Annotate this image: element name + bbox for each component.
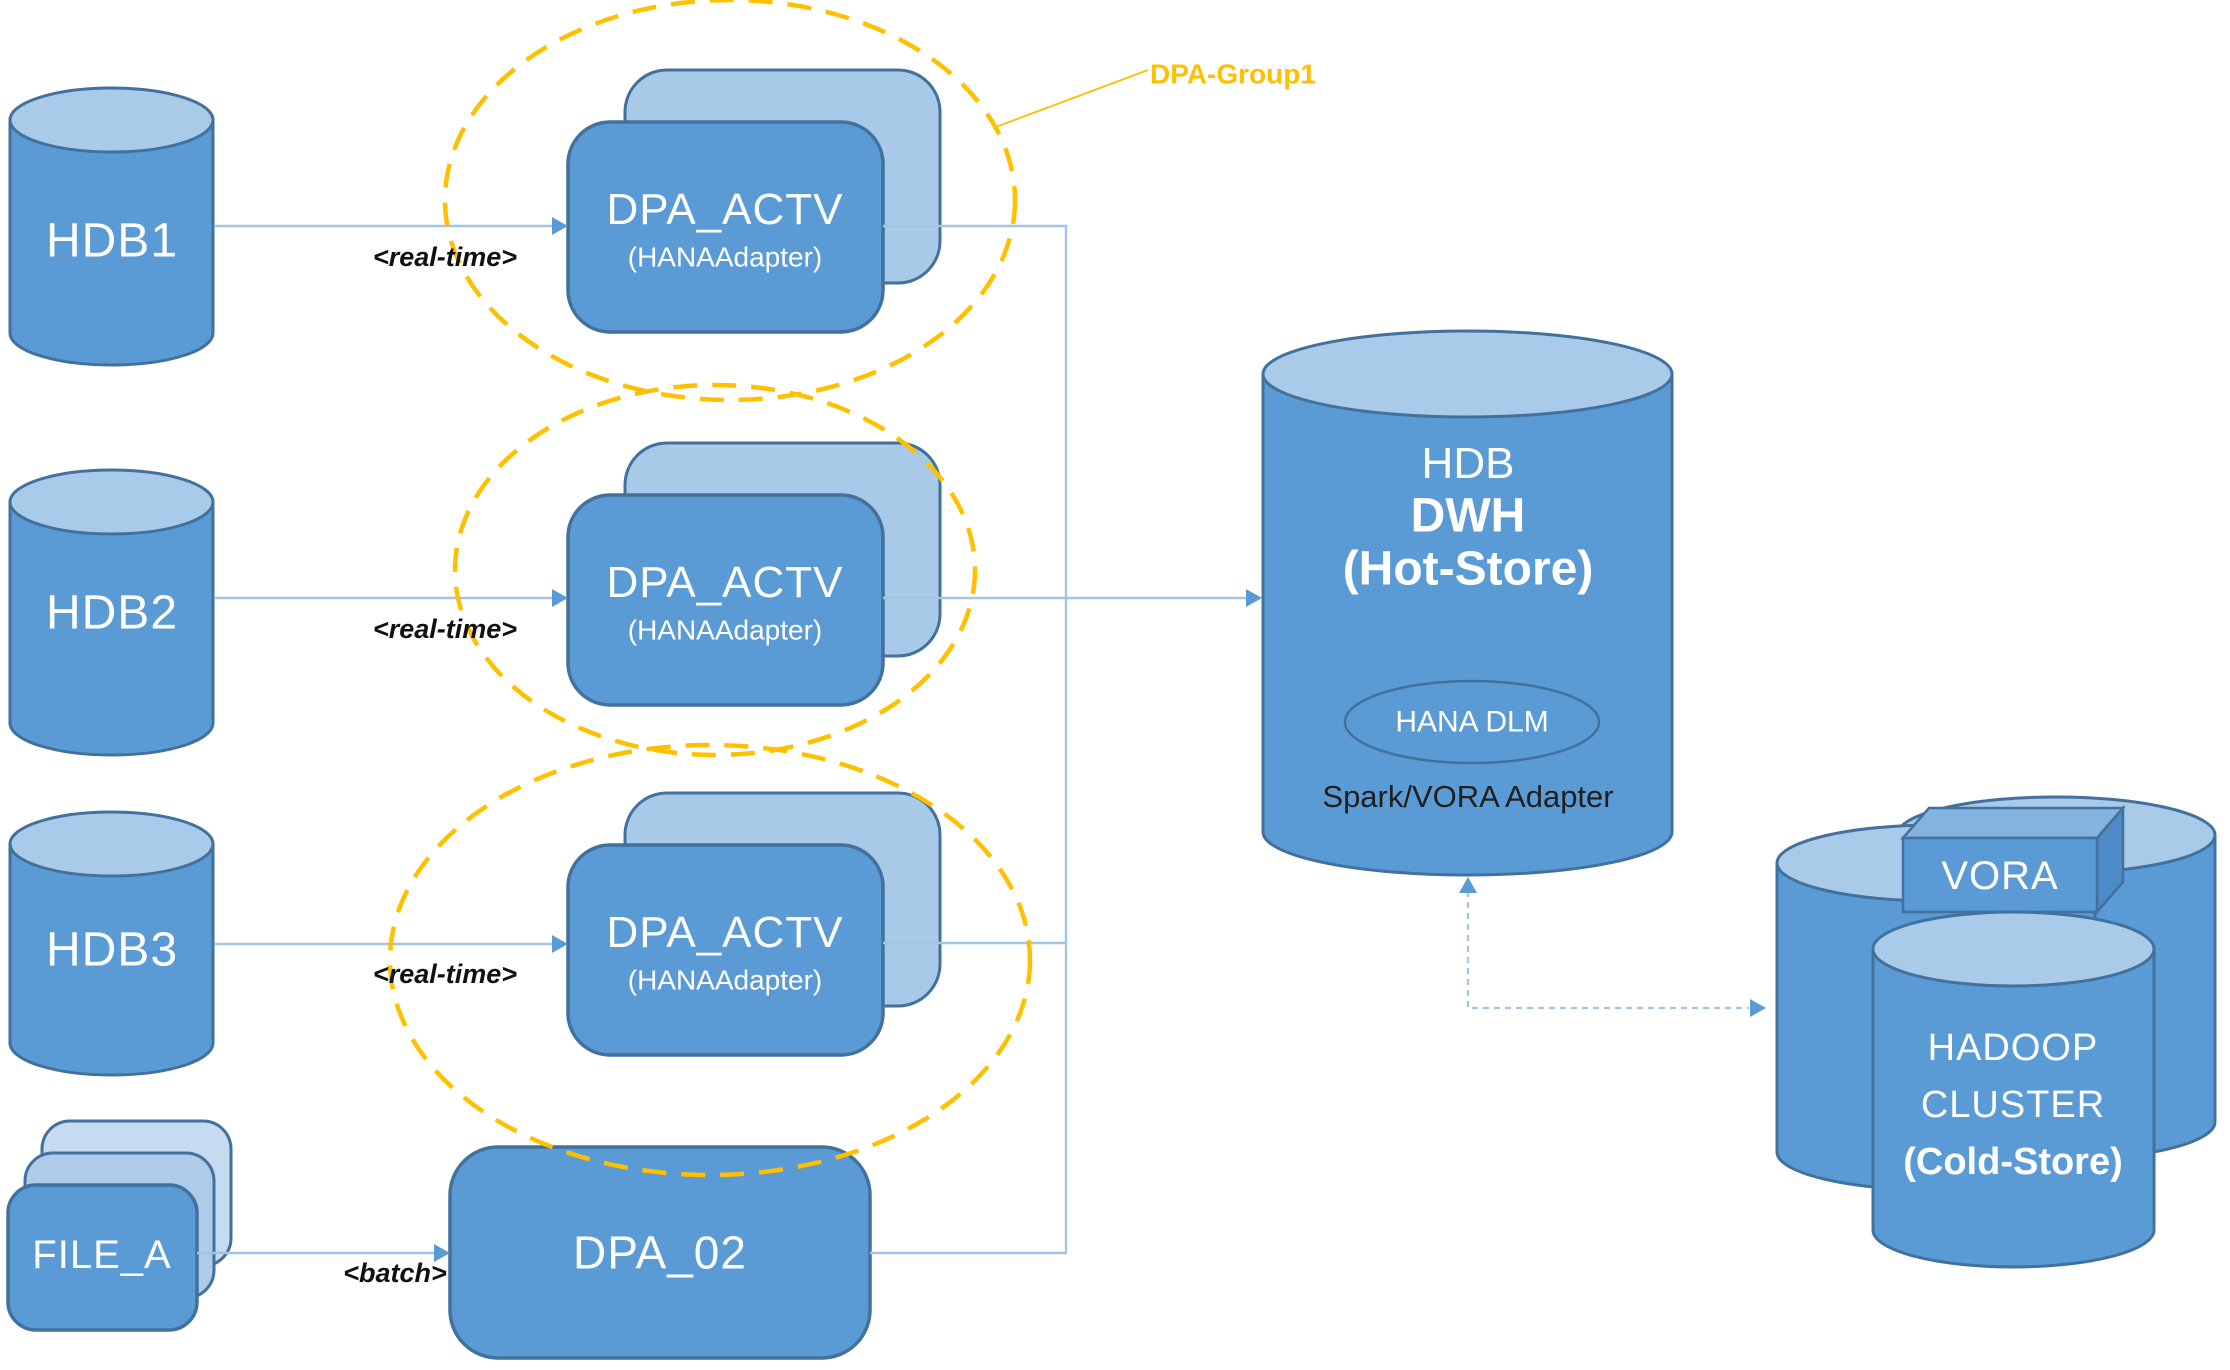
hdb3-cylinder xyxy=(8,810,215,1077)
dpa-actv-3-front-box xyxy=(566,843,885,1057)
edge-dwh-to-hadoop-dotted xyxy=(1466,891,1749,1010)
hana-dlm-label: HANA DLM xyxy=(1395,705,1549,739)
dpa-actv-3-title: DPA_ACTV xyxy=(606,907,844,957)
hdb3-label: HDB3 xyxy=(45,923,179,977)
cold-store-cluster xyxy=(1775,795,2217,1269)
dpa-actv-1-subtitle: (HANAAdapter) xyxy=(627,241,823,273)
dpa-actv-1-stack xyxy=(566,68,942,334)
hot-store-cylinder-top xyxy=(1261,329,1674,419)
hadoop-front-cylinder xyxy=(1871,947,2156,1269)
edge-label-realtime-3: <real-time> xyxy=(372,959,518,990)
file-a-stack xyxy=(6,1119,233,1332)
hdb1-cylinder-body xyxy=(8,118,215,367)
hdb2-label: HDB2 xyxy=(45,586,179,640)
hdb1-cylinder xyxy=(8,86,215,367)
dpa-actv-3-stack xyxy=(566,791,942,1057)
arrowhead-up-into-dwh xyxy=(1459,877,1477,893)
edge-label-batch: <batch> xyxy=(343,1258,447,1289)
arrowhead-hdb3-to-dpa3 xyxy=(552,935,568,953)
spark-vora-adapter-label: Spark/VORA Adapter xyxy=(1322,778,1614,814)
edge-bus-dpa-to-dwh xyxy=(870,224,1068,1255)
hdb2-cylinder-top xyxy=(8,468,215,536)
dpa-actv-1-title: DPA_ACTV xyxy=(606,184,844,234)
dpa-group-outlines xyxy=(387,0,1149,1178)
hdb1-label: HDB1 xyxy=(45,214,179,268)
hdb3-cylinder-top xyxy=(8,810,215,878)
dpa-actv-2-title: DPA_ACTV xyxy=(606,557,844,607)
dpa-group-callout-line xyxy=(992,69,1149,129)
edge-label-realtime-1: <real-time> xyxy=(372,242,518,273)
hot-store-label-line1: HDB xyxy=(1421,438,1515,488)
hdb2-cylinder-body xyxy=(8,500,215,757)
hadoop-front-cylinder-top xyxy=(1871,910,2156,988)
dpa-group-ellipse-1 xyxy=(442,0,1018,403)
hot-store-label-line2: DWH xyxy=(1410,489,1526,543)
arrowhead-into-hadoop xyxy=(1750,999,1766,1017)
arrowhead-hdb1-to-dpa1 xyxy=(552,217,568,235)
vora-box-front-face xyxy=(1901,836,2099,914)
cold-store-label-line2: CLUSTER xyxy=(1920,1084,2106,1127)
dpa-02-label: DPA_02 xyxy=(573,1226,747,1279)
hana-dlm-ellipse xyxy=(1343,679,1601,765)
connectors xyxy=(197,217,1766,1262)
dpa-actv-2-subtitle: (HANAAdapter) xyxy=(627,614,823,646)
dpa-group-ellipse-3 xyxy=(387,742,1033,1178)
file-a-label: FILE_A xyxy=(32,1233,172,1277)
vora-box-3d xyxy=(1900,804,2126,916)
hdb1-cylinder-top xyxy=(8,86,215,154)
hot-store-label-line3: (Hot-Store) xyxy=(1342,542,1594,596)
dpa-actv-2-front-box xyxy=(566,493,885,707)
file-a-front-box xyxy=(6,1183,199,1332)
hdb3-cylinder-body xyxy=(8,842,215,1077)
cold-store-label-line3: (Cold-Store) xyxy=(1903,1141,2123,1184)
arrowhead-file-to-dpa02 xyxy=(434,1244,450,1262)
edge-label-realtime-2: <real-time> xyxy=(372,614,518,645)
hot-store-cylinder xyxy=(1261,329,1674,877)
vora-label: VORA xyxy=(1941,854,2059,898)
dpa-group-ellipse-2 xyxy=(452,382,978,758)
dpa-actv-2-stack xyxy=(566,441,942,707)
vora-box-top-face xyxy=(1900,806,2126,840)
arrowhead-into-dwh xyxy=(1246,589,1262,607)
hot-store-cylinder-body xyxy=(1261,372,1674,877)
hdb2-cylinder xyxy=(8,468,215,757)
dpa-actv-3-subtitle: (HANAAdapter) xyxy=(627,964,823,996)
dpa-group-label: DPA-Group1 xyxy=(1150,58,1316,90)
cold-store-label-line1: HADOOP xyxy=(1927,1027,2099,1070)
arrowhead-hdb2-to-dpa2 xyxy=(552,589,568,607)
